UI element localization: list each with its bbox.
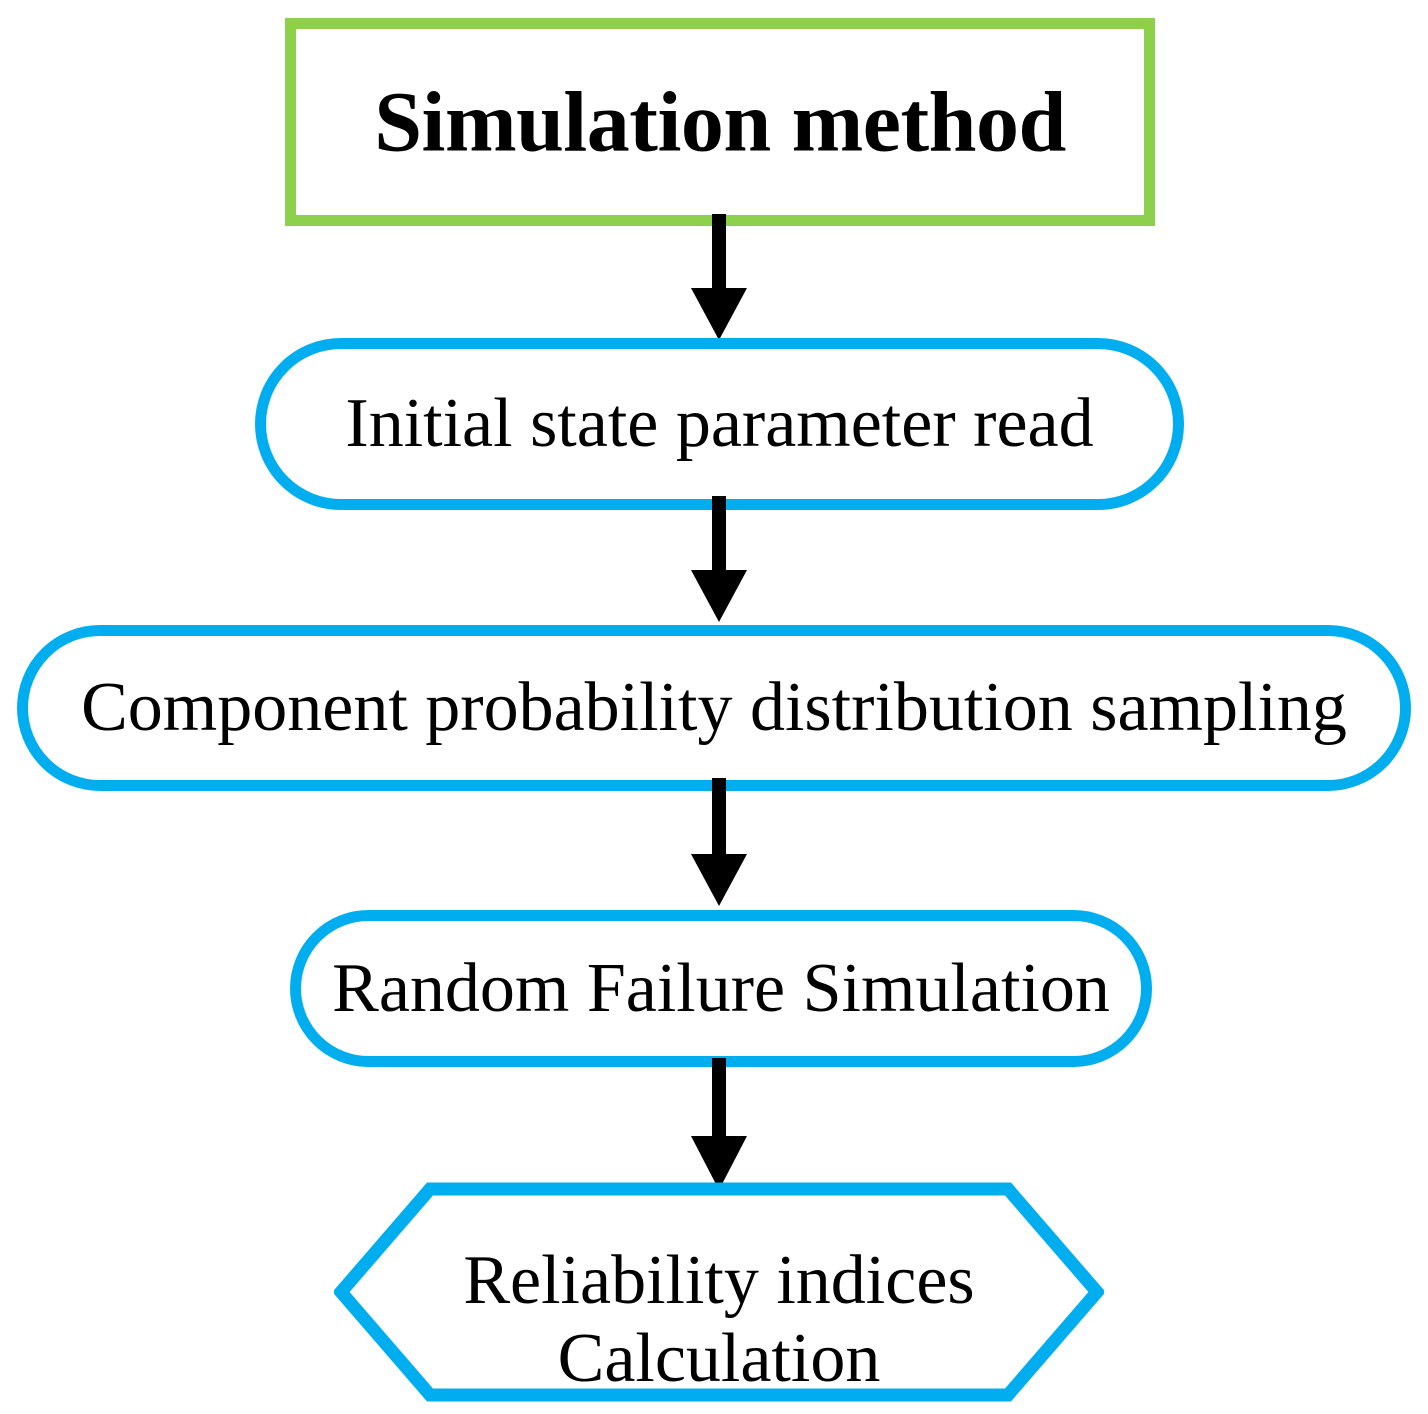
node-simulation-method-label: Simulation method xyxy=(374,73,1066,170)
edge-step1-to-step2 xyxy=(690,496,748,624)
arrow-down-icon xyxy=(691,778,747,906)
node-component-probability-distribution-sampling-label: Component probability distribution sampl… xyxy=(81,668,1347,746)
node-initial-state-parameter-read-label: Initial state parameter read xyxy=(345,384,1094,462)
node-random-failure-simulation[interactable]: Random Failure Simulation xyxy=(290,910,1152,1067)
node-random-failure-simulation-label: Random Failure Simulation xyxy=(332,949,1110,1027)
edge-step2-to-step3 xyxy=(690,778,748,908)
arrow-down-icon xyxy=(691,496,747,622)
edge-step3-to-step4 xyxy=(690,1058,748,1192)
node-reliability-indices-calculation[interactable]: Reliability indices Calculation xyxy=(334,1182,1104,1402)
node-simulation-method[interactable]: Simulation method xyxy=(285,18,1155,226)
arrow-down-icon xyxy=(691,1058,747,1190)
node-component-probability-distribution-sampling[interactable]: Component probability distribution sampl… xyxy=(17,625,1411,791)
hexagon-shape xyxy=(334,1182,1104,1402)
edge-title-to-step1 xyxy=(690,214,748,342)
arrow-down-icon xyxy=(691,214,747,340)
node-initial-state-parameter-read[interactable]: Initial state parameter read xyxy=(255,338,1184,510)
